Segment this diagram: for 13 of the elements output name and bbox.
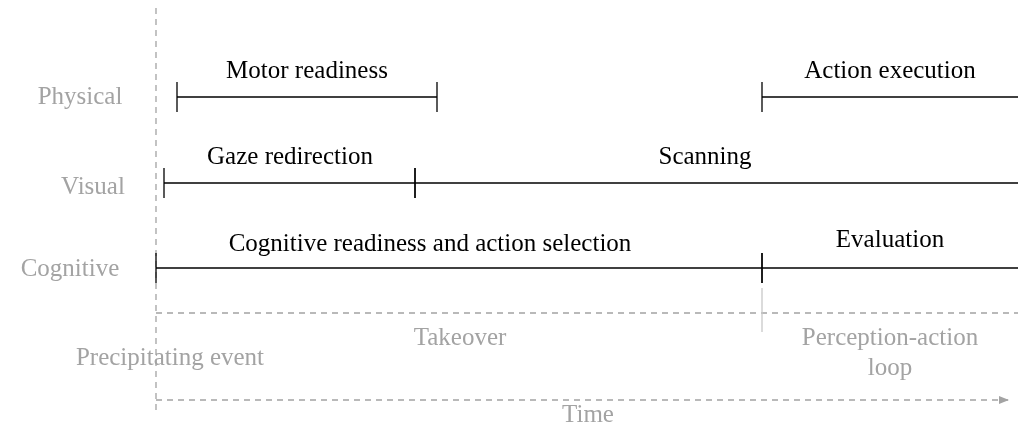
row-label: Visual <box>61 171 125 201</box>
phase-label: Cognitive readiness and action selection <box>228 228 632 258</box>
stage-label: Perception-action loop <box>800 322 980 382</box>
phase-label: Action execution <box>804 55 976 85</box>
phase-label: Motor readiness <box>226 55 388 85</box>
stage-label: Takeover <box>413 322 507 352</box>
row-label: Cognitive <box>20 253 120 283</box>
phase-label: Gaze redirection <box>207 141 373 171</box>
axis-label: Time <box>562 399 614 429</box>
row-label: Physical <box>37 81 123 111</box>
phase-label: Scanning <box>658 141 752 171</box>
event-label: Precipitating event <box>75 342 265 372</box>
phase-label: Evaluation <box>835 224 945 254</box>
